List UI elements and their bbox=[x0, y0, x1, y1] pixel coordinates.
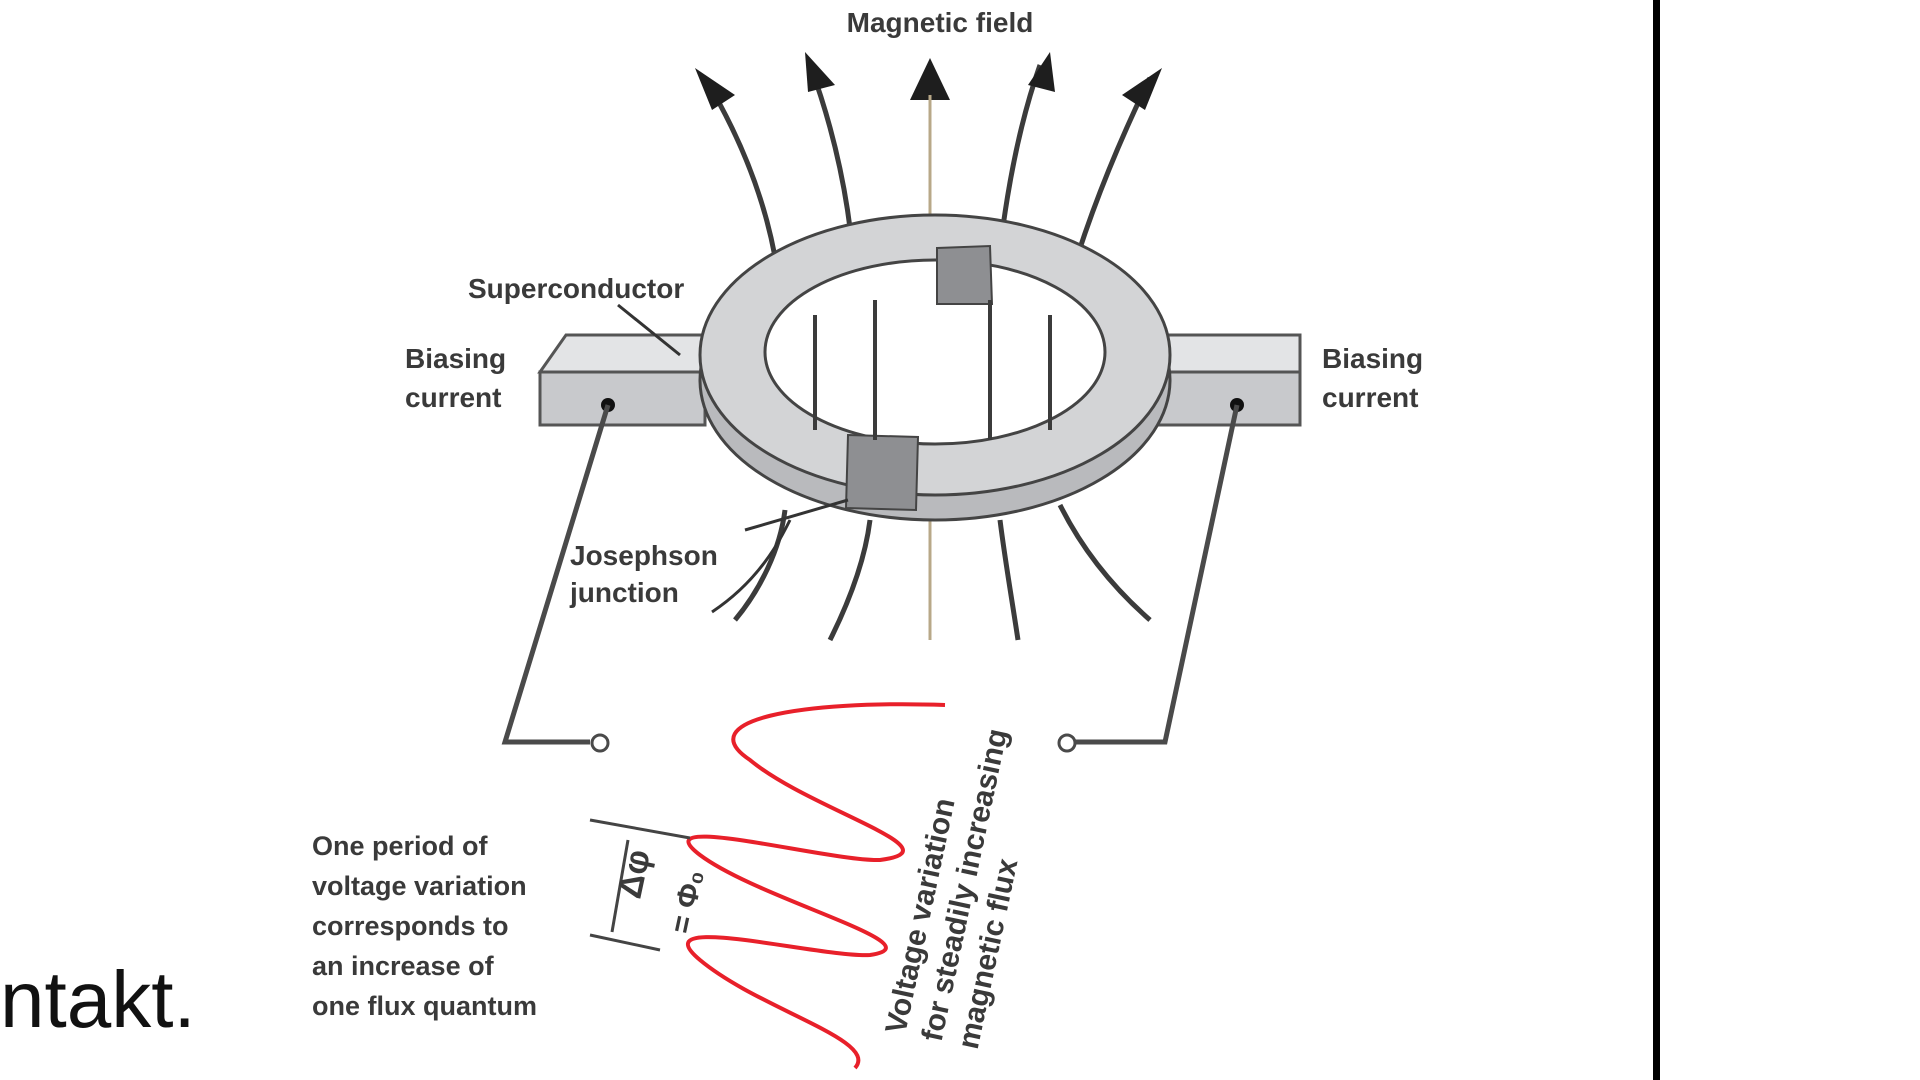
voltage-wave bbox=[686, 702, 946, 1070]
field-line bbox=[733, 509, 788, 622]
wires bbox=[501, 404, 1240, 745]
biasing-right-label: Biasing bbox=[1322, 343, 1423, 374]
cropped-slide-text: ntakt. bbox=[0, 955, 196, 1044]
period-label: One period of voltage variation correspo… bbox=[312, 831, 537, 1021]
svg-text:one flux quantum: one flux quantum bbox=[312, 991, 537, 1021]
magnetic-field-label: Magnetic field bbox=[847, 7, 1034, 38]
svg-text:an increase of: an increase of bbox=[312, 951, 495, 981]
delta-phi-label: Δφ bbox=[611, 846, 658, 902]
superconductor-label: Superconductor bbox=[468, 273, 684, 304]
vertical-divider bbox=[1653, 0, 1660, 1080]
junction-bottom bbox=[844, 433, 920, 512]
biasing-left-label-2: current bbox=[405, 382, 501, 413]
voltage-variation-label: Voltage variation for steadily increasin… bbox=[880, 726, 1025, 1052]
superconductor-leader bbox=[617, 303, 681, 357]
wire-left bbox=[501, 404, 611, 745]
arrowhead bbox=[695, 68, 735, 110]
junction-top bbox=[936, 244, 994, 305]
period-dimension bbox=[589, 818, 691, 952]
field-lines-inner bbox=[813, 300, 1052, 440]
arrowhead bbox=[1028, 52, 1055, 92]
field-line bbox=[1057, 503, 1152, 622]
phi-zero-label: = Φ₀ bbox=[665, 867, 711, 936]
arrowhead bbox=[1122, 68, 1162, 110]
biasing-right-label-2: current bbox=[1322, 382, 1418, 413]
field-line bbox=[827, 519, 873, 642]
terminal-left bbox=[590, 733, 610, 753]
junction-label: Josephson bbox=[570, 540, 718, 571]
svg-text:voltage variation: voltage variation bbox=[312, 871, 527, 901]
field-arrowheads bbox=[695, 52, 1162, 110]
terminal-right bbox=[1057, 733, 1077, 753]
arrowhead bbox=[910, 58, 950, 100]
wire-right bbox=[1075, 404, 1240, 745]
svg-text:One period of: One period of bbox=[312, 831, 489, 861]
field-line bbox=[997, 519, 1021, 641]
junction-leaders bbox=[711, 498, 849, 614]
svg-text:corresponds to: corresponds to bbox=[312, 911, 509, 941]
biasing-left-label: Biasing bbox=[405, 343, 506, 374]
field-lines-lower bbox=[733, 503, 1152, 642]
junction-label-2: junction bbox=[569, 577, 679, 608]
superconductor-ring bbox=[698, 213, 1172, 522]
arrowhead bbox=[805, 52, 835, 92]
